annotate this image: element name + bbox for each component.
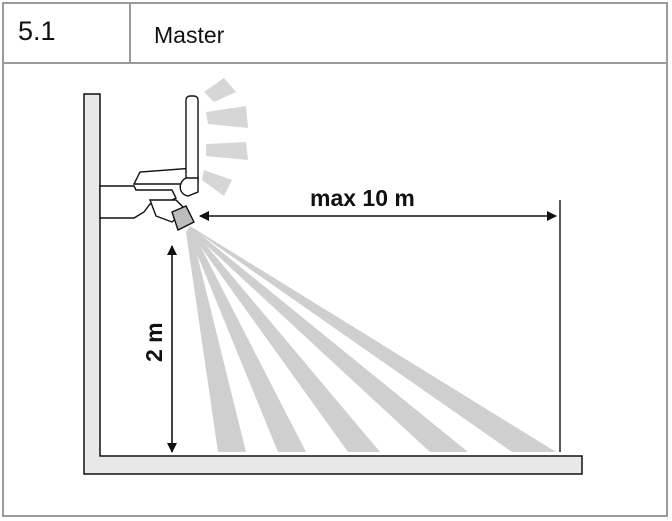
wall-and-floor <box>83 93 583 475</box>
distance-dimension: max 10 m <box>199 185 561 452</box>
light-ray-3 <box>206 142 248 160</box>
distance-label: max 10 m <box>310 185 415 211</box>
figure-title: Master <box>154 22 225 48</box>
light-ray-2 <box>206 106 248 128</box>
light-ray-1 <box>204 78 236 102</box>
light-ray-4 <box>202 170 232 196</box>
beam-2 <box>188 226 306 452</box>
beam-5 <box>190 226 556 452</box>
detection-beams <box>186 226 556 452</box>
height-label: 2 m <box>141 322 167 362</box>
sensor-device <box>132 95 199 231</box>
height-dimension: 2 m <box>141 245 177 453</box>
section-number: 5.1 <box>4 4 131 62</box>
beam-1 <box>186 226 246 452</box>
light-rays <box>202 78 248 196</box>
beam-3 <box>190 226 380 452</box>
figure-header: 5.1 Master <box>4 4 666 64</box>
beam-4 <box>190 226 468 452</box>
